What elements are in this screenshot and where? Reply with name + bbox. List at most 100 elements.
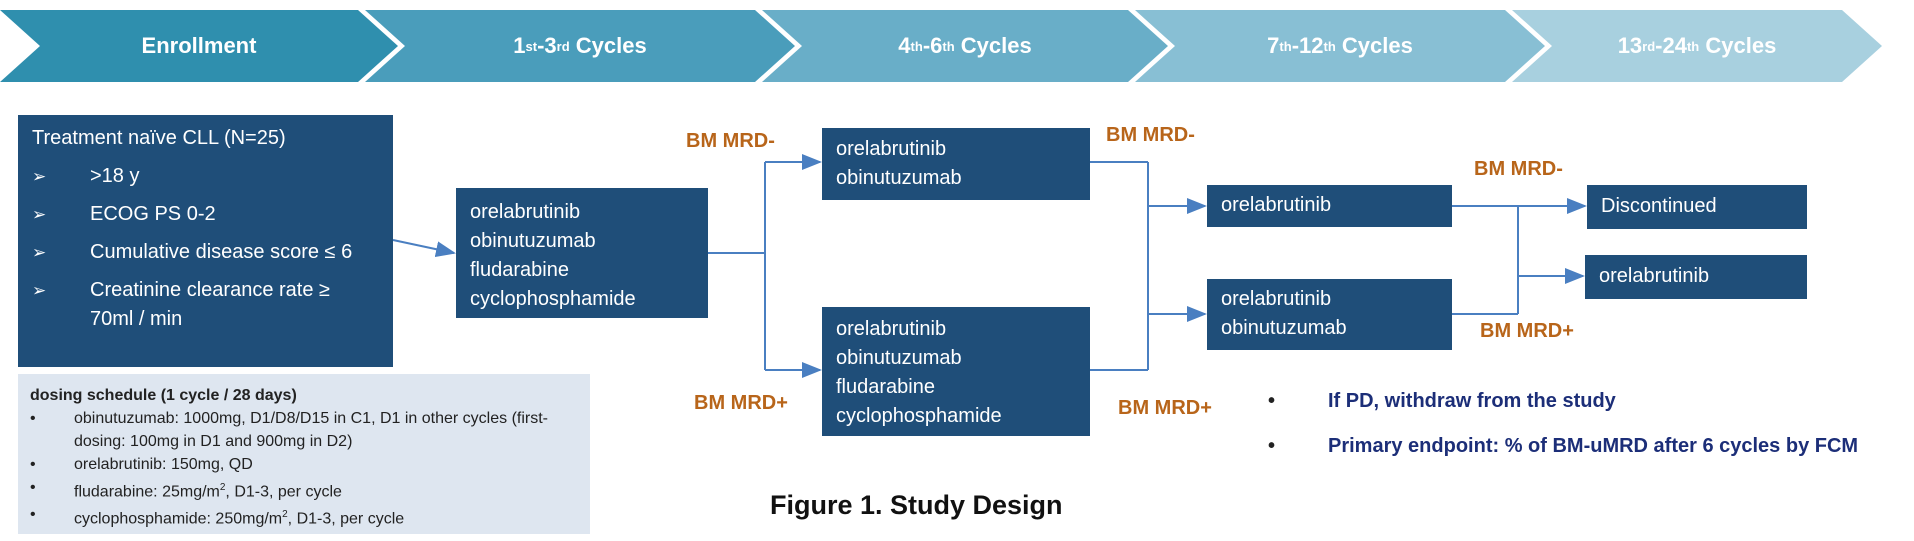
note-text: If PD, withdraw from the study [1328, 390, 1616, 412]
drug-label: orelabrutinib [1599, 265, 1710, 287]
chevron-cycles-4-6 [762, 10, 1168, 82]
criterion-disease-score: ➢ Cumulative disease score ≤ 6 [32, 238, 379, 267]
drug-label: obinutuzumab [470, 230, 596, 252]
dosing-item: • cyclophosphamide: 250mg/m2, D1-3, per … [30, 503, 578, 530]
bullet-icon: • [30, 410, 36, 427]
arrow-bullet-icon: ➢ [32, 281, 47, 300]
stage-text: 13 [1617, 33, 1643, 58]
criterion-age: ➢ >18 y [32, 162, 379, 191]
criterion-creatinine: ➢ Creatinine clearance rate ≥ 70ml / min [32, 276, 379, 334]
stage-sup: rd [1642, 38, 1656, 54]
dosing-sup: 2 [219, 482, 226, 493]
stage-chevron-bar [0, 10, 1882, 82]
chevron-cycles-1-3 [365, 10, 795, 82]
stage-text: Cycles [1699, 33, 1777, 58]
mrd-neg-label: BM MRD- [1474, 158, 1563, 180]
c712-bottom-regimen-box: orelabrutinib obinutuzumab [1207, 279, 1452, 350]
drug-label: orelabrutinib [1221, 288, 1332, 310]
dosing-text-post: , D1-3, per cycle [287, 510, 405, 528]
dosing-schedule-panel: dosing schedule (1 cycle / 28 days) • ob… [18, 374, 590, 534]
stage-text: -12 [1291, 33, 1324, 58]
note-primary-endpoint: • Primary endpoint: % of BM-uMRD after 6 … [1268, 435, 1858, 458]
note-pd-withdraw: •If PD, withdraw from the study [1268, 390, 1616, 413]
dosing-text: orelabrutinib: 150mg, QD [74, 456, 253, 473]
mrd-pos-label: BM MRD+ [694, 392, 788, 414]
chevron-enrollment [0, 10, 398, 82]
stage-text: 7 [1267, 33, 1280, 58]
stage-text: Cycles [569, 33, 647, 58]
stage-text: -6 [922, 33, 943, 58]
drug-label: orelabrutinib [1221, 194, 1332, 216]
criterion-text: ECOG PS 0-2 [90, 203, 216, 225]
stage-sup: rd [556, 38, 570, 54]
drug-label: cyclophosphamide [836, 405, 1002, 427]
dosing-text: obinutuzumab: 1000mg, D1/D8/D15 in C1, D… [74, 410, 548, 450]
drug-label: obinutuzumab [836, 167, 962, 189]
arrow-bullet-icon: ➢ [32, 167, 47, 186]
criterion-text: Cumulative disease score ≤ 6 [90, 241, 353, 263]
c1324-regimen-box: orelabrutinib [1585, 255, 1807, 299]
stage-text: 1 [513, 33, 526, 58]
stage-text: Cycles [954, 33, 1032, 58]
criterion-text: Creatinine clearance rate ≥ 70ml / min [90, 279, 330, 330]
bullet-icon: • [1268, 435, 1276, 457]
enrollment-title: Treatment naïve CLL (N=25) [32, 127, 286, 149]
criterion-text: >18 y [90, 165, 140, 187]
enroll-to-induction-arrow [392, 239, 456, 258]
drug-label: fludarabine [836, 376, 935, 398]
chevron-cycles-7-12 [1135, 10, 1545, 82]
dosing-item: • orelabrutinib: 150mg, QD [30, 453, 578, 476]
mrd-neg-label: BM MRD- [686, 130, 775, 152]
drug-label: orelabrutinib [836, 318, 947, 340]
stage-text: Enrollment [141, 33, 257, 58]
stage-sup: th [1323, 38, 1336, 54]
stage-sup: st [525, 38, 538, 54]
bullet-icon: • [30, 506, 36, 524]
stage-sup: th [942, 38, 955, 54]
stage-text: -3 [537, 33, 557, 58]
mrd-neg-label: BM MRD- [1106, 124, 1195, 146]
stage-sup: th [910, 38, 923, 54]
dosing-sup: 2 [282, 509, 288, 521]
dosing-item: • obinutuzumab: 1000mg, D1/D8/D15 in C1,… [30, 407, 578, 453]
dosing-item: • fludarabine: 25mg/m2, D1-3, per cycle [30, 476, 578, 503]
enrollment-box: Treatment naïve CLL (N=25) ➢ >18 y ➢ ECO… [18, 115, 393, 367]
drug-label: orelabrutinib [470, 201, 581, 223]
drug-label: obinutuzumab [836, 347, 962, 369]
stage-sup: th [1279, 38, 1292, 54]
arrow-bullet-icon: ➢ [32, 205, 47, 224]
discontinued-box: Discontinued [1587, 185, 1807, 229]
dosing-text: cyclophosphamide: 250mg/m2, D1-3, per cy… [74, 503, 404, 530]
dosing-title: dosing schedule (1 cycle / 28 days) [30, 387, 297, 404]
stage-text: -24 [1655, 33, 1687, 58]
stage-text: 4 [898, 33, 911, 58]
note-text: Primary endpoint: % of BM-uMRD after 6 c… [1328, 435, 1859, 457]
drug-label: cyclophosphamide [470, 288, 636, 310]
dosing-text-post: , D1-3, per cycle [225, 483, 342, 501]
bullet-icon: • [30, 479, 36, 496]
bullet-icon: • [30, 456, 36, 473]
mrd-neg-regimen-box: orelabrutinib obinutuzumab [822, 128, 1090, 200]
dosing-text: fludarabine: 25mg/m2, D1-3, per cycle [74, 476, 342, 503]
mrd-pos-label: BM MRD+ [1480, 320, 1574, 342]
chevron-cycles-13-24 [1512, 10, 1882, 82]
stage-label-enrollment: Enrollment [40, 10, 358, 82]
figure-caption: Figure 1. Study Design [770, 490, 1063, 520]
arrow-bullet-icon: ➢ [32, 243, 47, 262]
stage-sup: th [1686, 38, 1700, 54]
stage-text: Cycles [1335, 33, 1413, 58]
outcome-label: Discontinued [1601, 195, 1717, 217]
mrd-pos-regimen-box: orelabrutinib obinutuzumab fludarabine c… [822, 307, 1090, 436]
criterion-ecog: ➢ ECOG PS 0-2 [32, 200, 379, 229]
induction-regimen-box: orelabrutinib obinutuzumab fludarabine c… [456, 188, 708, 318]
dosing-text-pre: cyclophosphamide: 250mg/m [74, 510, 283, 528]
drug-label: fludarabine [470, 259, 569, 281]
dosing-text-pre: fludarabine: 25mg/m [74, 483, 220, 501]
drug-label: orelabrutinib [836, 138, 947, 160]
c712-top-regimen-box: orelabrutinib [1207, 185, 1452, 227]
